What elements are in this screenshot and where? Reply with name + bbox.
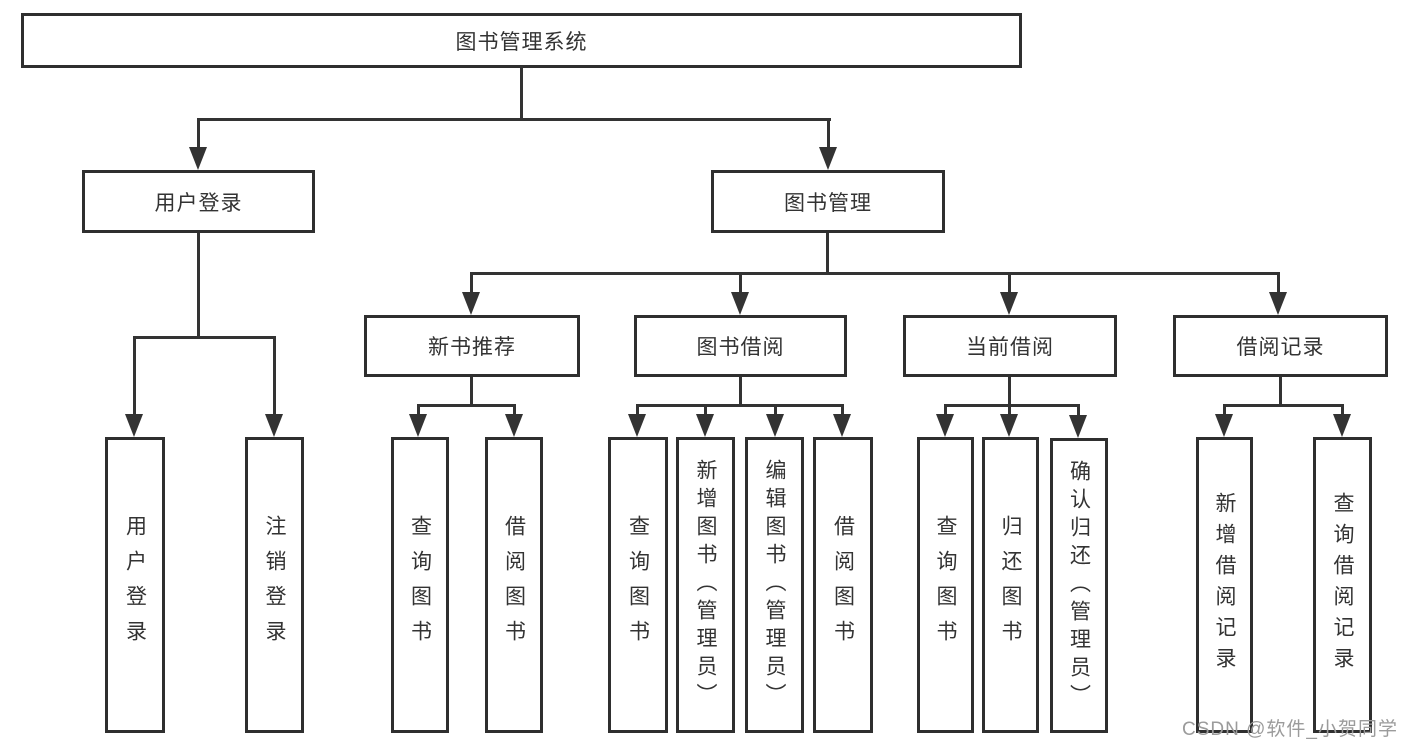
node-leaf-borrow-books-recommend: 借阅图书 xyxy=(485,437,543,733)
arrow-down-icon xyxy=(1000,292,1018,315)
connector-book-management-drop xyxy=(1277,272,1280,295)
arrow-down-icon xyxy=(1000,414,1018,437)
node-label: 图书管理 xyxy=(784,191,872,215)
arrow-down-icon xyxy=(505,414,523,437)
connector-book-borrowing-bar xyxy=(636,404,844,407)
node-label: 确认归还（管理员） xyxy=(1067,459,1091,712)
node-book-borrowing: 图书借阅 xyxy=(634,315,847,377)
node-label: 查询图书 xyxy=(408,515,432,655)
connector-new-book-drop xyxy=(417,404,420,417)
arrow-down-icon xyxy=(462,292,480,315)
node-root: 图书管理系统 xyxy=(21,13,1022,68)
connector-current-borrowing-stem xyxy=(1008,377,1011,407)
arrow-down-icon xyxy=(628,414,646,437)
arrow-down-icon xyxy=(1333,414,1351,437)
connector-book-borrowing-drop xyxy=(841,404,844,417)
node-leaf-query-books-borrowing: 查询图书 xyxy=(608,437,668,733)
node-label: 新增借阅记录 xyxy=(1213,492,1236,678)
connector-user-login-stem xyxy=(197,233,200,339)
connector-current-borrowing-bar xyxy=(944,404,1080,407)
connector-new-book-stem xyxy=(470,377,473,407)
connector-book-management-drop xyxy=(1008,272,1011,295)
node-leaf-query-books-recommend: 查询图书 xyxy=(391,437,449,733)
node-leaf-add-book-admin: 新增图书（管理员） xyxy=(676,437,735,733)
node-label: 新增图书（管理员） xyxy=(694,459,717,711)
node-label: 归还图书 xyxy=(999,515,1022,655)
node-label: 借阅记录 xyxy=(1236,336,1325,359)
node-leaf-query-books-current: 查询图书 xyxy=(917,437,974,733)
connector-current-borrowing-drop xyxy=(1008,404,1011,417)
watermark-text: CSDN @软件_小贺同学 xyxy=(1182,719,1398,740)
connector-book-management-bar xyxy=(470,272,1280,275)
connector-root-drop-left xyxy=(197,118,200,150)
connector-user-login-drop xyxy=(273,336,276,417)
connector-root-bar xyxy=(197,118,831,121)
connector-borrowing-records-stem xyxy=(1279,377,1282,407)
node-label: 图书借阅 xyxy=(696,336,785,359)
node-label: 注销登录 xyxy=(263,515,286,655)
connector-book-management-drop xyxy=(739,272,742,295)
connector-current-borrowing-drop xyxy=(944,404,947,417)
node-label: 查询图书 xyxy=(934,515,957,655)
node-leaf-edit-book-admin: 编辑图书（管理员） xyxy=(745,437,804,733)
node-leaf-logout: 注销登录 xyxy=(245,437,304,733)
arrow-down-icon xyxy=(766,414,784,437)
connector-root-drop-right xyxy=(827,118,830,150)
connector-book-borrowing-drop xyxy=(704,404,707,417)
connector-new-book-drop xyxy=(513,404,516,417)
node-label: 编辑图书（管理员） xyxy=(763,459,786,711)
node-leaf-add-borrow-record: 新增借阅记录 xyxy=(1196,437,1253,733)
node-leaf-confirm-return-admin: 确认归还（管理员） xyxy=(1050,438,1108,733)
node-label: 当前借阅 xyxy=(966,336,1054,359)
arrow-down-icon xyxy=(409,414,427,437)
connector-user-login-bar xyxy=(133,336,276,339)
node-user-login: 用户登录 xyxy=(82,170,315,233)
connector-book-borrowing-drop xyxy=(636,404,639,417)
node-current-borrowing: 当前借阅 xyxy=(903,315,1117,377)
arrow-down-icon xyxy=(1069,415,1087,438)
node-label: 新书推荐 xyxy=(428,336,516,359)
node-leaf-query-borrow-record: 查询借阅记录 xyxy=(1313,437,1372,733)
arrow-down-icon xyxy=(819,147,837,170)
connector-borrowing-records-drop xyxy=(1223,404,1226,417)
connector-new-book-bar xyxy=(417,404,516,407)
node-label: 查询借阅记录 xyxy=(1331,492,1354,678)
node-new-book-recommend: 新书推荐 xyxy=(364,315,580,377)
node-book-management: 图书管理 xyxy=(711,170,945,233)
connector-book-borrowing-stem xyxy=(739,377,742,407)
arrow-down-icon xyxy=(1269,292,1287,315)
arrow-down-icon xyxy=(731,292,749,315)
node-label: 借阅图书 xyxy=(831,515,855,655)
node-label: 查询图书 xyxy=(626,515,650,655)
connector-current-borrowing-drop xyxy=(1077,404,1080,417)
node-label: 图书管理系统 xyxy=(455,30,588,54)
arrow-down-icon xyxy=(936,414,954,437)
node-label: 用户登录 xyxy=(154,191,243,215)
arrow-down-icon xyxy=(125,414,143,437)
node-label: 借阅图书 xyxy=(502,515,526,655)
connector-root-stem xyxy=(520,66,523,121)
arrow-down-icon xyxy=(1215,414,1233,437)
arrow-down-icon xyxy=(189,147,207,170)
arrow-down-icon xyxy=(696,414,714,437)
connector-book-management-stem xyxy=(826,233,829,275)
node-leaf-borrow-books: 借阅图书 xyxy=(813,437,873,733)
node-leaf-user-login: 用户登录 xyxy=(105,437,165,733)
connector-book-management-drop xyxy=(470,272,473,295)
arrow-down-icon xyxy=(265,414,283,437)
node-label: 用户登录 xyxy=(123,515,147,655)
connector-borrowing-records-bar xyxy=(1223,404,1344,407)
node-borrowing-records: 借阅记录 xyxy=(1173,315,1388,377)
connector-book-borrowing-drop xyxy=(774,404,777,417)
connector-user-login-drop xyxy=(133,336,136,417)
node-leaf-return-books: 归还图书 xyxy=(982,437,1039,733)
arrow-down-icon xyxy=(833,414,851,437)
connector-borrowing-records-drop xyxy=(1341,404,1344,417)
